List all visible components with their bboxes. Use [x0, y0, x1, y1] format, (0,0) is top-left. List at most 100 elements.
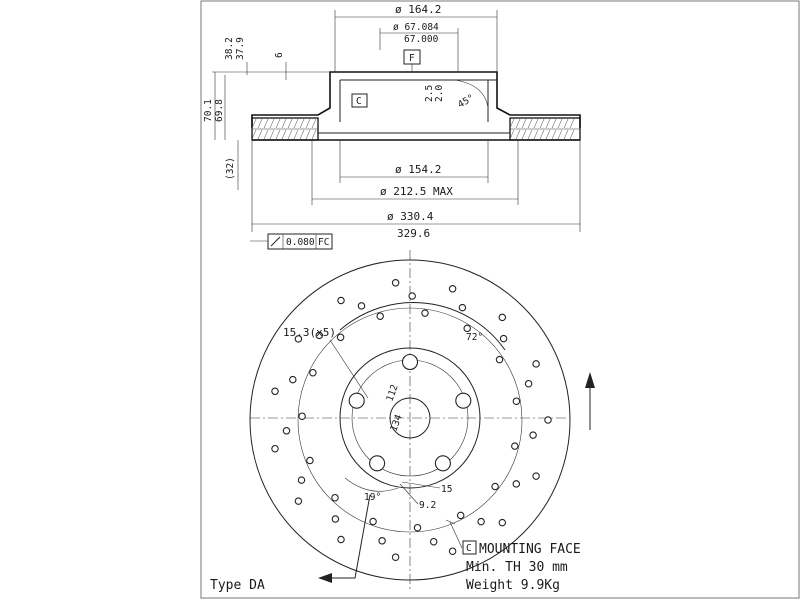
- hatch-line: [263, 118, 269, 129]
- hatch-line: [539, 129, 545, 140]
- drill-hole: [456, 511, 465, 520]
- hatch-line: [521, 118, 527, 129]
- drill-hole: [309, 368, 317, 377]
- hatch-line: [533, 129, 539, 140]
- drill-hole: [532, 472, 540, 480]
- drill-hole: [512, 480, 521, 488]
- dim-d67-084: ø 67.084: [393, 22, 439, 33]
- drill-hole: [448, 285, 457, 293]
- dim-d164: ø 164.2: [395, 3, 441, 16]
- drill-hole: [306, 456, 314, 465]
- bolt-hole: [434, 455, 451, 472]
- hatch-line: [281, 118, 287, 129]
- tolerance-value: 0.080: [286, 237, 315, 248]
- hatch-line: [275, 129, 281, 140]
- drill-hole: [495, 355, 504, 364]
- drill-hole: [498, 313, 507, 322]
- dim-d154: ø 154.2: [395, 163, 441, 176]
- leader-d15: [401, 481, 441, 489]
- drill-hole: [337, 535, 345, 544]
- hatch-line: [569, 129, 575, 140]
- hatch-line: [563, 129, 569, 140]
- hatch-line: [551, 118, 557, 129]
- hatch-line: [269, 118, 275, 129]
- hatch-line: [509, 129, 515, 140]
- drill-hole: [532, 360, 540, 368]
- drill-hole: [408, 292, 416, 300]
- hatch-line: [269, 129, 275, 140]
- hatch-line: [287, 118, 293, 129]
- drill-hole: [369, 517, 377, 526]
- label-d9-2: 9.2: [419, 500, 436, 511]
- bolt-holes: [348, 353, 472, 472]
- datum-f-label: F: [409, 53, 415, 64]
- dim-d67-000: 67.000: [404, 34, 439, 45]
- drill-hole: [463, 324, 471, 333]
- hatch-line: [293, 118, 299, 129]
- label-pcd-134: 134: [388, 413, 404, 433]
- drill-hole: [544, 416, 552, 424]
- notes: C MOUNTING FACE Min. TH 30 mm Weight 9.9…: [210, 540, 581, 593]
- hatch-line: [281, 129, 287, 140]
- dim-h69-8: 69.8: [214, 99, 225, 122]
- hatch-line: [533, 118, 539, 129]
- mounting-key: C: [466, 543, 472, 554]
- drill-hole: [331, 493, 339, 502]
- drill-hole: [294, 335, 303, 343]
- drill-hole: [297, 476, 306, 484]
- label-angle-19: 19°: [364, 492, 381, 503]
- hatch-line: [299, 129, 305, 140]
- holes-leader: [329, 339, 369, 399]
- hatch-line: [287, 129, 293, 140]
- hatch-line: [311, 118, 317, 129]
- hatch-line: [569, 118, 575, 129]
- hat-edge-arc: [339, 302, 506, 351]
- hatch-line: [251, 129, 257, 140]
- dim-h2-5: 2.5: [424, 85, 435, 102]
- drill-hole: [512, 397, 521, 405]
- dim-h32: (32): [225, 157, 236, 180]
- drill-hole: [282, 427, 291, 435]
- hatch-line: [551, 129, 557, 140]
- label-d15: 15: [441, 484, 452, 495]
- drill-hole: [315, 331, 324, 340]
- drill-hole: [498, 518, 507, 527]
- drill-hole: [378, 537, 386, 545]
- dim-h6: 6: [274, 52, 285, 58]
- dim-h70-1: 70.1: [203, 99, 214, 122]
- drawing-frame: [200, 0, 800, 599]
- drill-hole: [477, 517, 485, 526]
- drill-hole: [298, 412, 306, 420]
- drill-hole: [376, 312, 384, 320]
- hatch-line: [311, 129, 317, 140]
- hatch-line: [515, 118, 521, 129]
- drill-hole: [529, 431, 537, 439]
- angle-19-arc: [344, 477, 399, 492]
- drill-hole: [331, 515, 340, 523]
- hatch-line: [557, 129, 563, 140]
- drill-hole: [391, 553, 400, 561]
- dim-h2-0: 2.0: [434, 85, 445, 102]
- mounting-key-box: [462, 540, 477, 555]
- rotation-arrow-bottom: [330, 494, 371, 579]
- drill-hole: [413, 523, 422, 532]
- drill-hole: [448, 547, 457, 555]
- dim-h38-2: 38.2: [224, 37, 235, 60]
- datum-c-box: [351, 93, 368, 108]
- drill-hole: [294, 497, 303, 505]
- runout-arrow-icon: [270, 236, 281, 247]
- hatch-line: [527, 129, 533, 140]
- hatch-line: [305, 118, 311, 129]
- bolt-hole: [401, 353, 419, 371]
- dim-d329: 329.6: [397, 227, 430, 240]
- face-view: 15.3(x5) 72° 112 134 15 9.2 19°: [249, 250, 595, 590]
- drill-hole: [336, 333, 345, 342]
- hatch-line: [305, 129, 311, 140]
- label-angle-72: 72°: [466, 332, 483, 343]
- datum-c-label: C: [356, 96, 362, 107]
- hatch-line: [509, 118, 515, 129]
- dim-d330: ø 330.4: [387, 210, 434, 223]
- cross-drill-holes: [271, 279, 552, 561]
- drill-hole: [289, 375, 297, 384]
- type-label: Type DA: [210, 578, 265, 593]
